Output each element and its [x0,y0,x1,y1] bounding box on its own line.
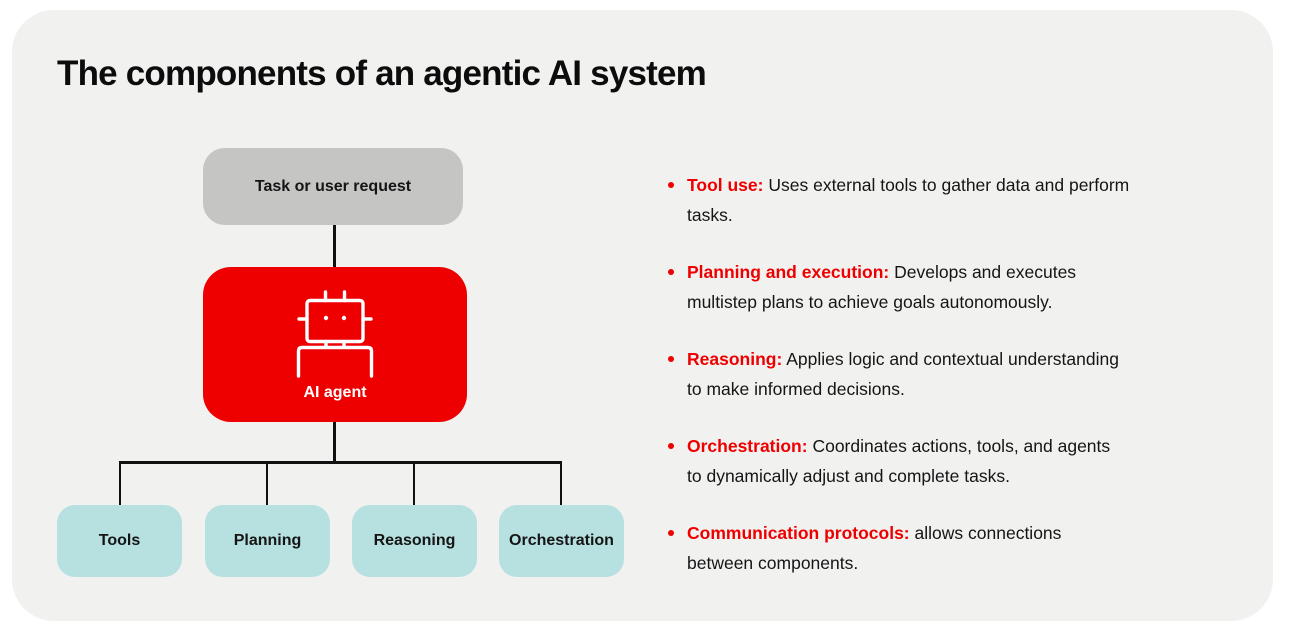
node-task-request: Task or user request [203,148,463,225]
node-ai-agent: AI agent [203,267,467,422]
list-item-planning-execution: Planning and execution: Develops and exe… [668,257,1243,317]
node-tools-label: Tools [98,532,141,549]
page-title: The components of an agentic AI system [57,54,707,93]
list-item-text: Communication protocols: allows connecti… [687,523,1062,573]
bullet-icon [668,182,674,188]
list-item-communication-protocols: Communication protocols: allows connecti… [668,518,1243,578]
connector-branch-to-orchestration [559,461,563,507]
connector-branch-to-reasoning [412,461,416,507]
list-item-label: Tool use: [687,175,764,195]
list-item-text: Tool use: Uses external tools to gather … [687,175,1130,225]
list-item-text: Planning and execution: Develops and exe… [687,262,1077,312]
node-orchestration-label: Orchestration [509,532,614,549]
branch-bar [118,461,563,464]
list-item-label: Orchestration: [687,436,808,456]
connector-branch-to-planning [265,461,269,507]
infographic-card: The components of an agentic AI system T… [12,10,1273,621]
list-item-text: Orchestration: Coordinates actions, tool… [687,436,1111,486]
connector-agent-to-branch [333,422,336,462]
list-item-tool-use: Tool use: Uses external tools to gather … [668,170,1243,230]
node-task-request-label: Task or user request [254,177,412,195]
list-item-label: Communication protocols: [687,523,910,543]
robot-icon [296,290,374,378]
bullet-icon [668,443,674,449]
list-item-label: Reasoning: [687,349,783,369]
node-reasoning-label: Reasoning [373,532,456,549]
component-description-list: Tool use: Uses external tools to gather … [668,170,1243,605]
list-item-label: Planning and execution: [687,262,890,282]
connector-branch-to-tools [118,461,122,507]
list-item-reasoning: Reasoning: Applies logic and contextual … [668,344,1243,404]
list-item-orchestration: Orchestration: Coordinates actions, tool… [668,431,1243,491]
node-orchestration: Orchestration [499,505,624,577]
node-planning: Planning [205,505,330,577]
list-item-text: Reasoning: Applies logic and contextual … [687,349,1119,399]
connector-task-to-agent [333,225,336,267]
node-reasoning: Reasoning [352,505,477,577]
node-tools: Tools [57,505,182,577]
node-planning-label: Planning [233,532,302,549]
bullet-icon [668,530,674,536]
bullet-icon [668,269,674,275]
bullet-icon [668,356,674,362]
node-ai-agent-label: AI agent [303,384,367,401]
